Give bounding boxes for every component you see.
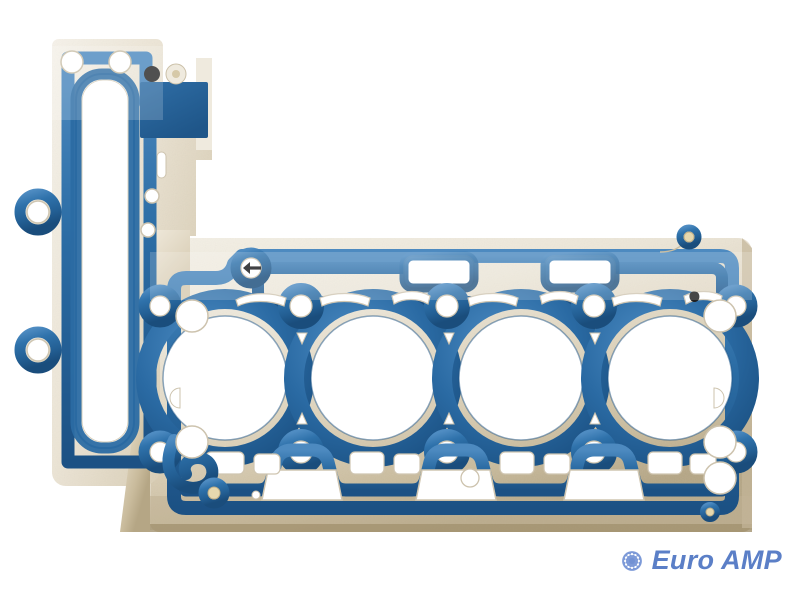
oil-return-port-2-hole (550, 261, 610, 283)
coolant-hole-top-2-bead (424, 283, 470, 329)
coolant-hole-top-2 (435, 294, 459, 318)
bottom-large-port-2 (415, 469, 497, 501)
coolant-hole-top-left-bead (138, 284, 182, 328)
bottom-right-bolt-bead (700, 502, 720, 522)
ear-tab-bolt-hole (683, 231, 695, 243)
chain-case-outer-bead (61, 51, 157, 469)
bottom-small-hole-2 (253, 453, 281, 475)
bottom-large-port-3 (563, 469, 645, 501)
bottom-large-ports (261, 469, 645, 501)
chain-case-pin-hole (144, 188, 160, 204)
orientation-bolt-hole-bead (230, 247, 272, 289)
bottom-large-port-1 (261, 469, 343, 501)
left-half-moon-notch (169, 387, 181, 409)
deck-bolt-hole-tr (703, 299, 737, 333)
upper-coolant-rail (230, 247, 728, 308)
coolant-hole-bottom-left-bead (138, 430, 182, 474)
right-half-moon-notch (713, 387, 725, 409)
bottom-small-hole-6 (543, 453, 571, 475)
lower-left-bolt-hole-bead (198, 477, 230, 509)
deck-bolt-hole-bl (175, 425, 209, 459)
locating-slot (156, 151, 167, 179)
chain-case-section (14, 50, 208, 469)
oil-return-port-1-hole (409, 261, 469, 283)
bottom-small-hole-4 (393, 453, 421, 475)
deck-bottom-edge (150, 524, 752, 532)
deck-perimeter-bead (167, 249, 739, 515)
deck-bolt-hole-br (703, 425, 737, 459)
comma-marking (689, 291, 700, 302)
bottom-rail-bead (179, 443, 729, 497)
deck-corner-bolt-holes (175, 299, 737, 495)
id-patch-tab (126, 58, 212, 150)
lower-left-bolt-hole (207, 486, 221, 500)
coolant-hole-top-3-bead (571, 283, 617, 329)
blue-id-patch (140, 82, 208, 138)
cylinder-bore-3 (432, 289, 610, 467)
bottom-small-hole-5 (499, 451, 535, 475)
brand-watermark: Euro AMP (621, 547, 782, 574)
coolant-hole-top-3 (582, 294, 606, 318)
sheen-overlay (52, 46, 752, 300)
bottom-small-holes (205, 451, 717, 475)
brand-name: Euro AMP (651, 545, 782, 575)
cylinder-bore-2 (284, 289, 462, 467)
coolant-hole-top-left (149, 295, 171, 317)
ear-tab-bolt-bead (676, 224, 702, 250)
deck-perimeter-bead-main (167, 249, 739, 515)
euro-star-circle-icon (621, 550, 642, 571)
bottom-small-hole-7 (647, 451, 683, 475)
chain-case-opening-bead (70, 68, 140, 454)
inter-bore-notches (296, 332, 601, 425)
deck-bolt-hole-br2 (703, 461, 737, 495)
bottom-right-bolt-hole (705, 507, 715, 517)
coolant-hole-top-1 (289, 294, 313, 318)
left-ear-bolt-holes (14, 188, 62, 374)
chain-case-opening-inner (81, 79, 129, 443)
lower-left-pin-hole (251, 490, 261, 500)
cylinder-bores (136, 289, 759, 467)
orientation-arrow-icon (243, 262, 261, 274)
lower-left-loop (162, 434, 261, 509)
deck-bolt-hole-tl (175, 299, 209, 333)
bottom-small-hole-3 (349, 451, 385, 475)
id-patch-dark-hole (144, 66, 160, 82)
id-patch-ring-hole-inner (172, 70, 180, 78)
bottom-pin-hole (460, 468, 480, 488)
chain-case-pin-hole-2 (140, 222, 156, 238)
bottom-port-rail (179, 443, 729, 501)
right-side-details (169, 224, 725, 522)
chain-case-top-bolt-holes (60, 50, 132, 74)
